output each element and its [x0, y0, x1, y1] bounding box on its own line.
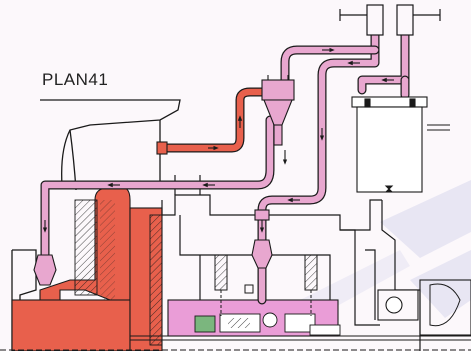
line-fittings [33, 141, 273, 286]
impeller-vanes [74, 199, 163, 346]
flow-arrows [42, 47, 394, 233]
cool-flush-line [40, 30, 410, 305]
tapping-connections [214, 254, 318, 316]
shaft [0, 335, 471, 351]
bearing [377, 279, 471, 336]
heat-exchanger [351, 96, 450, 193]
vent-valves [339, 4, 441, 36]
seal-chamber [167, 299, 341, 337]
plan-label: PLAN41 [42, 70, 109, 89]
cyclone-separator [261, 75, 295, 146]
